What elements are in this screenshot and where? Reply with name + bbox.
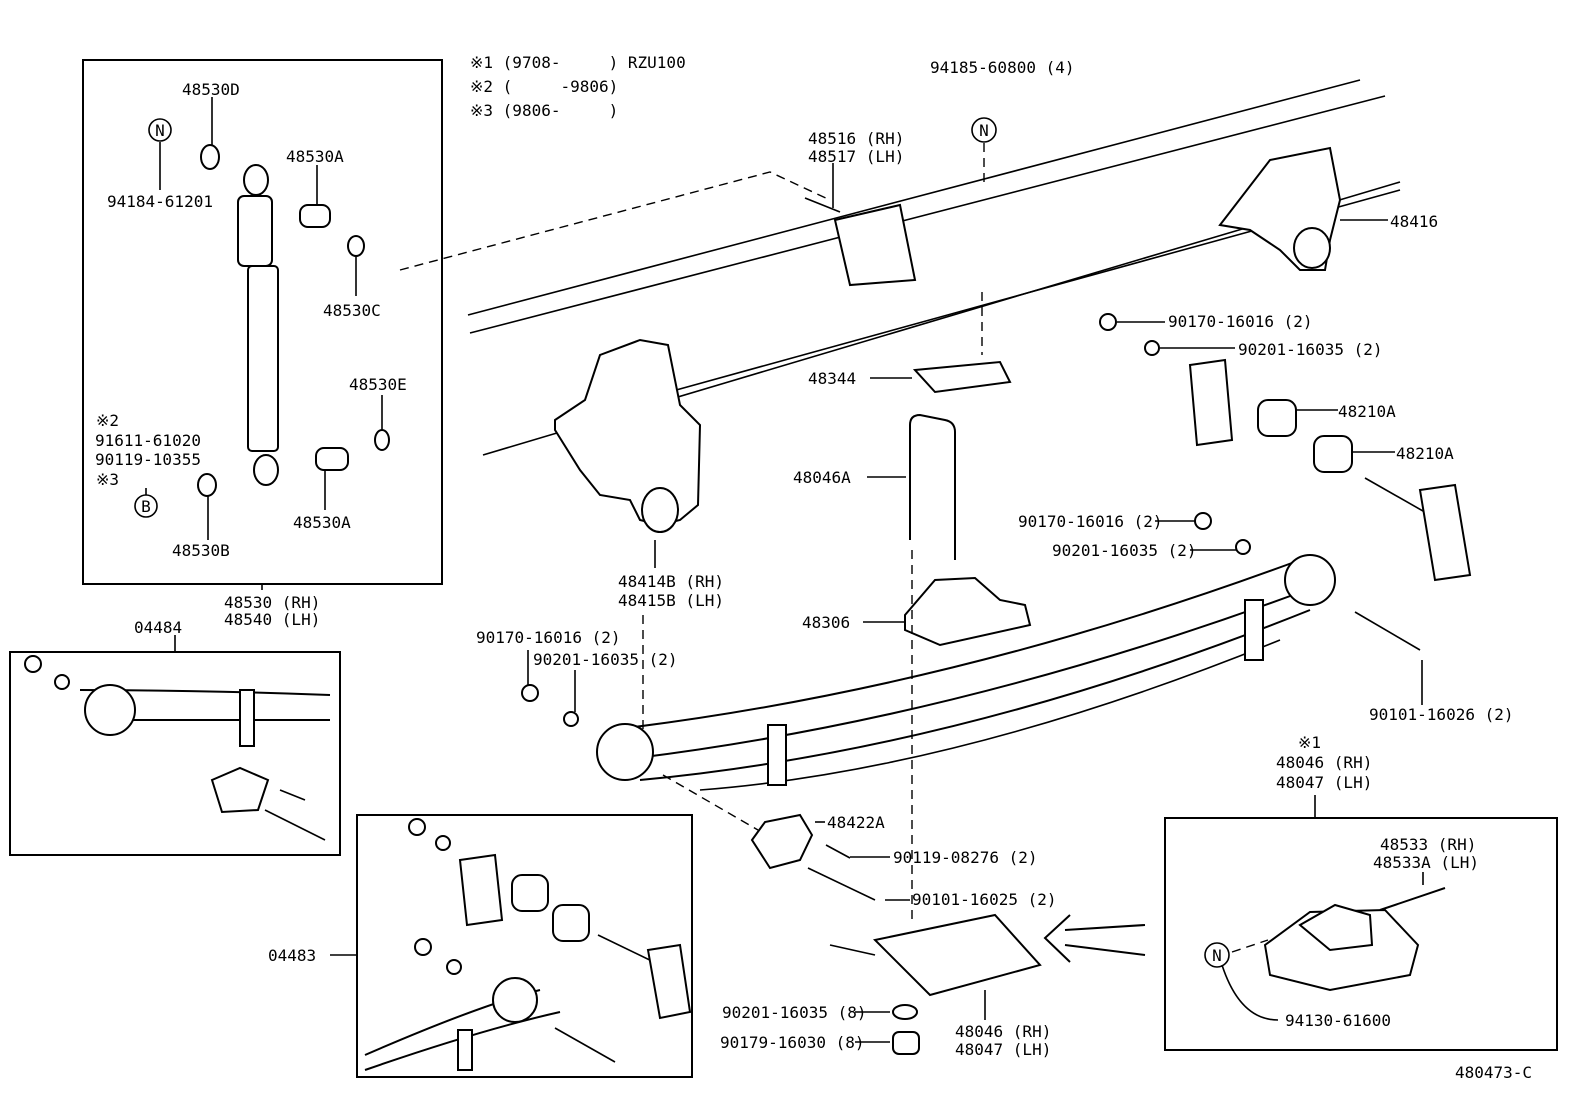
label-48046A: 48046A xyxy=(793,468,851,487)
label-48540-lh: 48540 (LH) xyxy=(224,610,320,629)
label-90179-16030-8: 90179-16030 (8) xyxy=(720,1033,865,1052)
label-48210A-2: 48210A xyxy=(1396,444,1454,463)
spring-seat-plate xyxy=(872,913,1042,997)
label-90170-front: 90170-16016 (2) xyxy=(476,628,621,647)
diagram-code: 480473-C xyxy=(1455,1063,1532,1082)
circle-n-text-2: N xyxy=(979,121,989,140)
label-48306: 48306 xyxy=(802,613,850,632)
nut-90179 xyxy=(892,1031,920,1055)
label-94130-61600: 94130-61600 xyxy=(1285,1011,1391,1030)
kit-04483-box xyxy=(356,814,693,1078)
label-48046-rh: 48046 (RH) xyxy=(955,1022,1051,1041)
label-48533A-lh: 48533A (LH) xyxy=(1373,853,1479,872)
label-90101-16025: 90101-16025 (2) xyxy=(912,890,1057,909)
label-48530-rh: 48530 (RH) xyxy=(224,593,320,612)
label-04484: 04484 xyxy=(134,618,182,637)
label-48530C: 48530C xyxy=(323,301,381,320)
label-48422A: 48422A xyxy=(827,813,885,832)
leaf-spring xyxy=(596,554,1336,791)
label-48047-lh-box: 48047 (LH) xyxy=(1276,773,1372,792)
circle-b-marker: B xyxy=(134,494,158,518)
circle-n-marker-3: N xyxy=(1204,942,1230,968)
label-48344: 48344 xyxy=(808,369,856,388)
washer-90201 xyxy=(892,1004,918,1020)
shock-bushings xyxy=(197,144,390,497)
label-90170-rear-bottom: 90170-16016 (2) xyxy=(1018,512,1163,531)
circle-n-marker-1: N xyxy=(148,118,172,142)
spacer-plate-48344 xyxy=(912,360,1012,394)
circle-n-text-1: N xyxy=(155,121,165,140)
detail-arrow xyxy=(1043,914,1146,963)
label-48516-rh: 48516 (RH) xyxy=(808,129,904,148)
label-90201-16035-8: 90201-16035 (8) xyxy=(722,1003,867,1022)
label-48047-lh: 48047 (LH) xyxy=(955,1040,1051,1059)
label-90201-rear-top: 90201-16035 (2) xyxy=(1238,340,1383,359)
label-note1-mark: ※1 xyxy=(1298,733,1321,752)
label-90119-10355: 90119-10355 xyxy=(95,450,201,469)
label-90119-08276: 90119-08276 (2) xyxy=(893,848,1038,867)
label-48517-lh: 48517 (LH) xyxy=(808,147,904,166)
nuts-and-washers xyxy=(521,313,1251,859)
kit-04484-parts xyxy=(24,655,331,841)
label-48530B: 48530B xyxy=(172,541,230,560)
label-48414B-rh: 48414B (RH) xyxy=(618,572,724,591)
note-2: ※2 ( -9806) xyxy=(470,77,618,96)
label-90201-front: 90201-16035 (2) xyxy=(533,650,678,669)
label-48530A-bottom: 48530A xyxy=(293,513,351,532)
bump-stopper-48306 xyxy=(904,576,1032,647)
label-94184-61201: 94184-61201 xyxy=(107,192,213,211)
note-1: ※1 (9708- ) RZU100 xyxy=(470,53,686,72)
label-48530A-top: 48530A xyxy=(286,147,344,166)
bracket-48516 xyxy=(833,203,917,287)
label-91611-61020: 91611-61020 xyxy=(95,431,201,450)
shackle-pin-pad xyxy=(750,813,814,870)
spring-seat-detail-box xyxy=(1164,817,1558,1051)
front-spring-hanger xyxy=(554,338,702,527)
label-48210A-1: 48210A xyxy=(1338,402,1396,421)
rear-bracket-eye xyxy=(1293,227,1331,269)
rear-shackle xyxy=(1188,358,1472,651)
label-note3-mark: ※3 xyxy=(96,470,119,489)
label-48415B-lh: 48415B (LH) xyxy=(618,591,724,610)
label-48046-rh-box: 48046 (RH) xyxy=(1276,753,1372,772)
note-3: ※3 (9806- ) xyxy=(470,101,618,120)
leader-lines xyxy=(145,97,1424,1043)
shock-absorber xyxy=(237,164,279,486)
circle-b-text: B xyxy=(141,497,151,516)
circle-n-marker-2: N xyxy=(971,117,997,143)
front-hanger-eye xyxy=(641,487,679,533)
label-90201-rear-bottom: 90201-16035 (2) xyxy=(1052,541,1197,560)
label-48533-rh: 48533 (RH) xyxy=(1380,835,1476,854)
label-48530D: 48530D xyxy=(182,80,240,99)
label-90101-16026: 90101-16026 (2) xyxy=(1369,705,1514,724)
label-94185-60800: 94185-60800 (4) xyxy=(930,58,1075,77)
circle-n-text-3: N xyxy=(1212,946,1222,965)
label-90170-rear-top: 90170-16016 (2) xyxy=(1168,312,1313,331)
kit-04483-parts xyxy=(364,818,692,1071)
frame-rails xyxy=(399,79,1401,456)
label-48530E: 48530E xyxy=(349,375,407,394)
label-48416: 48416 xyxy=(1390,212,1438,231)
u-bolt xyxy=(909,413,956,560)
label-04483: 04483 xyxy=(268,946,316,965)
label-note2-mark: ※2 xyxy=(96,411,119,430)
spring-seat-detail xyxy=(1231,887,1446,992)
